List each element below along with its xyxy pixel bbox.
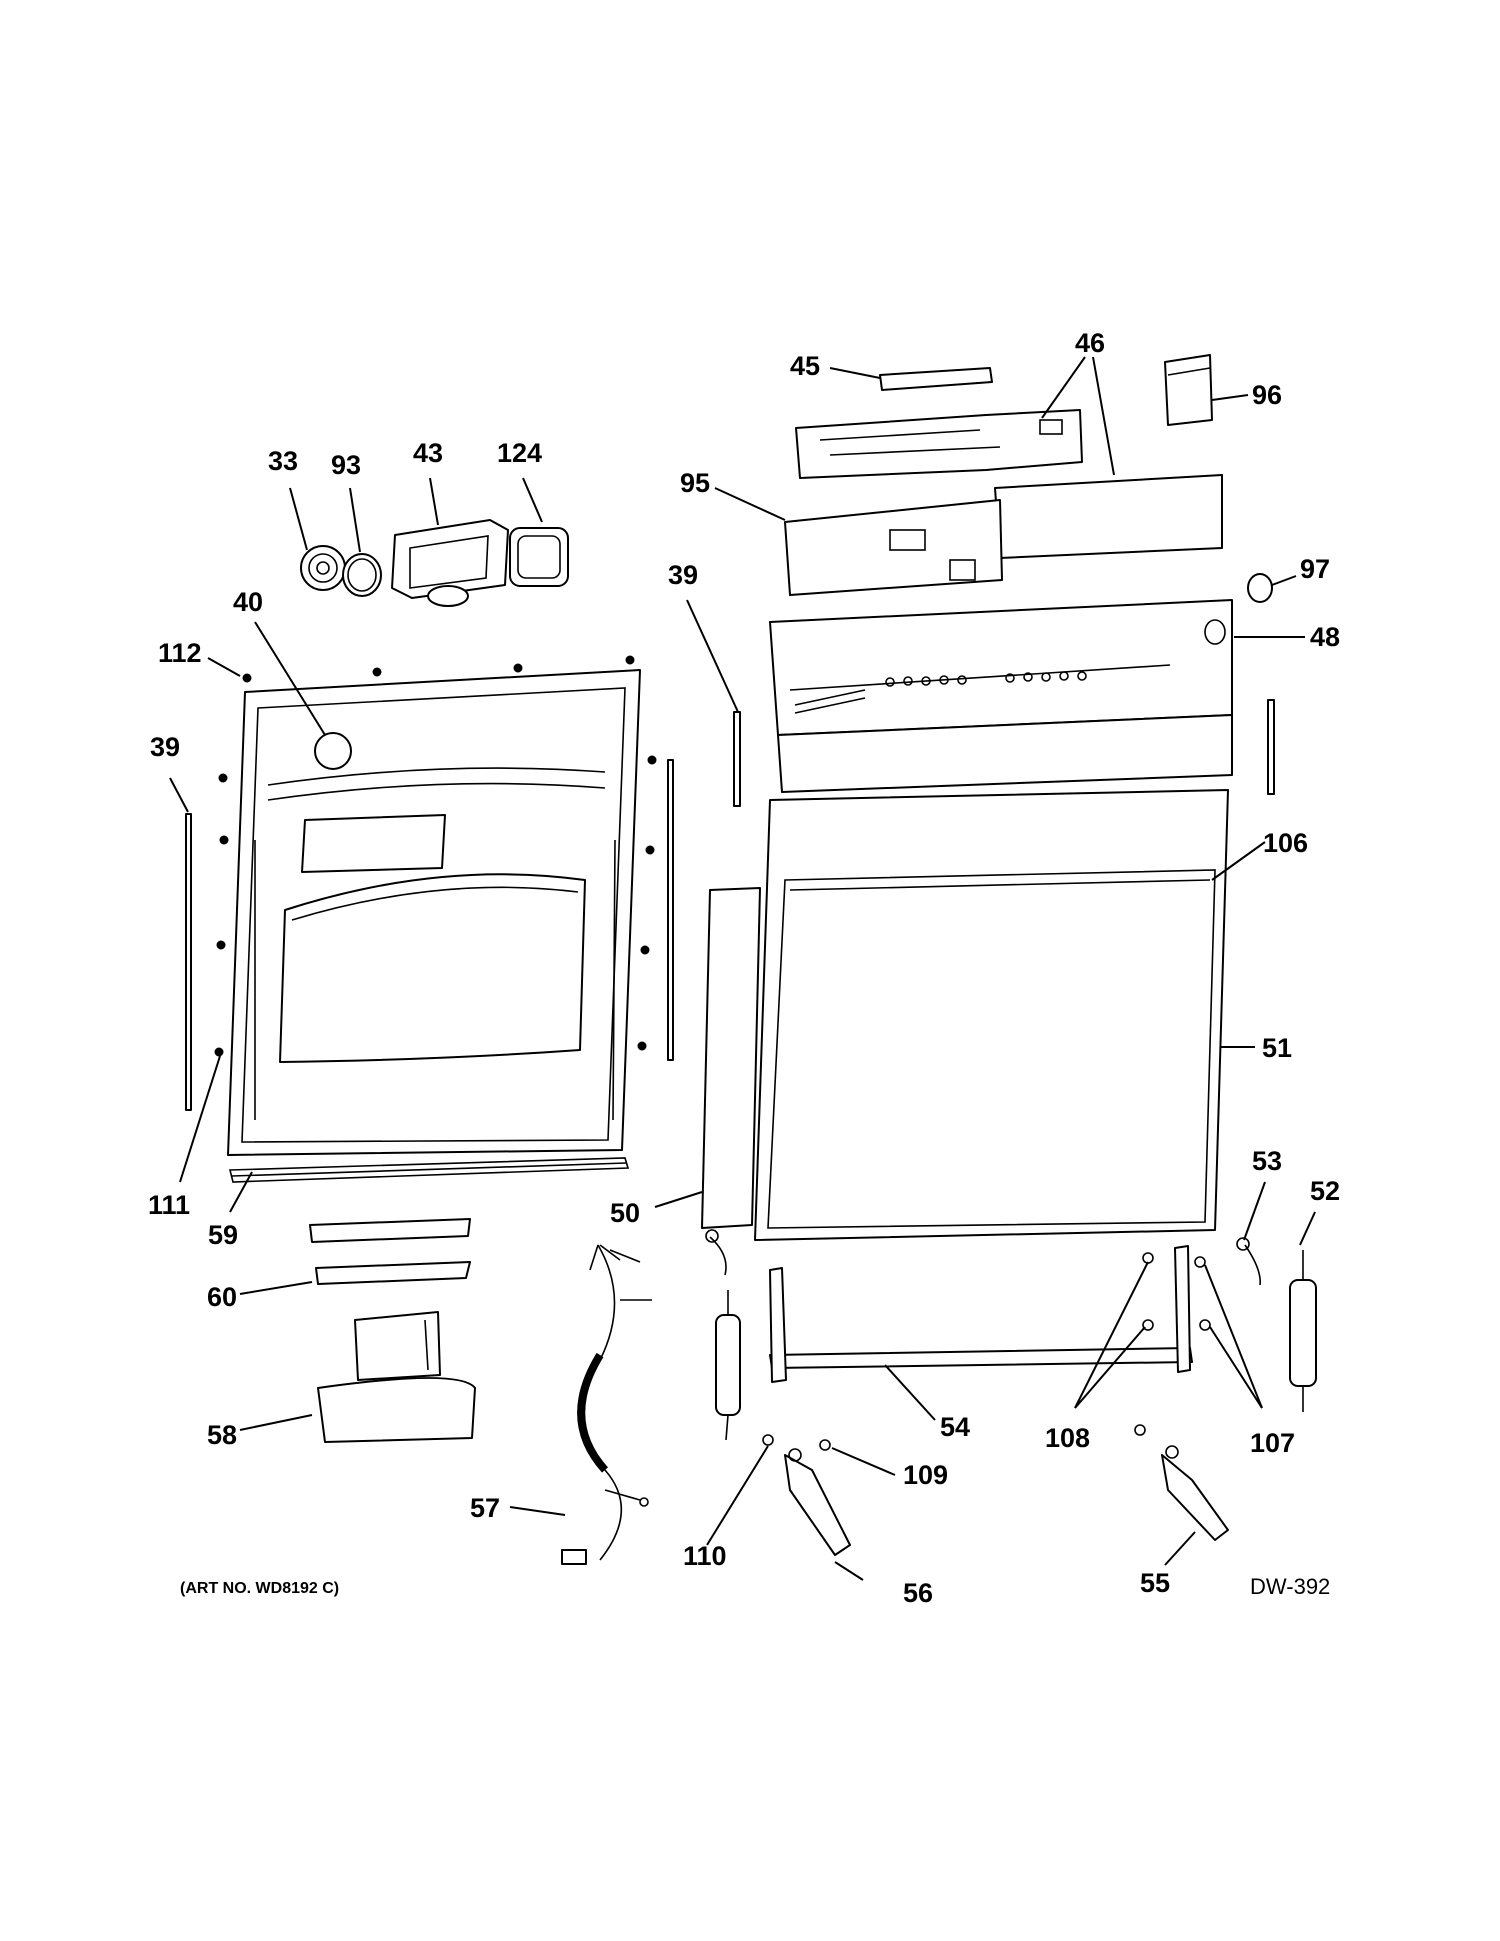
vent-knob [1247, 573, 1273, 603]
hinge-bar [769, 1347, 1193, 1369]
callout-97: 97 [1300, 554, 1330, 584]
leader-lines [169, 356, 1316, 1581]
callout-55: 55 [1140, 1568, 1170, 1598]
callout-107: 107 [1250, 1428, 1295, 1458]
callout-48: 48 [1310, 622, 1340, 652]
hinge-brackets [769, 1245, 1191, 1383]
callout-46: 46 [1075, 328, 1105, 358]
callout-45: 45 [790, 351, 820, 381]
callout-39-right: 39 [668, 560, 698, 590]
callout-51: 51 [1262, 1033, 1292, 1063]
dispenser-cap-gasket [342, 553, 382, 597]
callout-109: 109 [903, 1460, 948, 1490]
control-housing [317, 1311, 476, 1443]
callout-57: 57 [470, 1493, 500, 1523]
callout-59: 59 [208, 1220, 238, 1250]
callout-39-left: 39 [150, 732, 180, 762]
callout-54: 54 [940, 1412, 970, 1442]
dispenser-cap [300, 545, 346, 591]
hinge-arms [784, 1445, 1229, 1556]
callout-95: 95 [680, 468, 710, 498]
callout-60: 60 [207, 1282, 237, 1312]
outer-door-panel [754, 789, 1229, 1241]
door-screws [214, 655, 657, 1057]
inner-door-panel [227, 669, 641, 1156]
callout-93: 93 [331, 450, 361, 480]
control-board-bracket [879, 367, 993, 391]
control-panel-cover [784, 474, 1223, 596]
diagram-code-label: DW-392 [1250, 1574, 1330, 1599]
side-trim-strips [185, 759, 674, 1111]
door-trim-panel [701, 887, 761, 1229]
callout-112: 112 [158, 638, 202, 668]
callout-43: 43 [413, 438, 443, 468]
callout-labels: 33 93 43 124 40 112 39 111 59 60 58 57 5… [148, 328, 1340, 1608]
wire-harness [561, 1244, 652, 1565]
control-board [795, 409, 1083, 479]
spring-links [705, 1229, 1262, 1286]
callout-56: 56 [903, 1578, 933, 1608]
dispenser-gasket [509, 527, 569, 587]
access-panel-bracket [309, 1218, 471, 1285]
door-gasket [228, 1157, 630, 1183]
dispenser-assembly [391, 519, 509, 607]
callout-96: 96 [1252, 380, 1282, 410]
art-number-label: (ART NO. WD8192 C) [180, 1580, 339, 1597]
control-panel-console [769, 599, 1233, 793]
callout-53: 53 [1252, 1146, 1282, 1176]
callout-110: 110 [683, 1541, 727, 1571]
callout-50: 50 [610, 1198, 640, 1228]
callout-111: 111 [148, 1190, 190, 1220]
callout-106: 106 [1263, 828, 1308, 858]
callout-52: 52 [1310, 1176, 1340, 1206]
callout-108: 108 [1045, 1423, 1090, 1453]
callout-124: 124 [497, 438, 542, 468]
callout-58: 58 [207, 1420, 237, 1450]
callout-40: 40 [233, 587, 263, 617]
callout-33: 33 [268, 446, 298, 476]
vent-switch-assembly [1164, 354, 1213, 426]
door-springs [715, 1250, 1317, 1441]
